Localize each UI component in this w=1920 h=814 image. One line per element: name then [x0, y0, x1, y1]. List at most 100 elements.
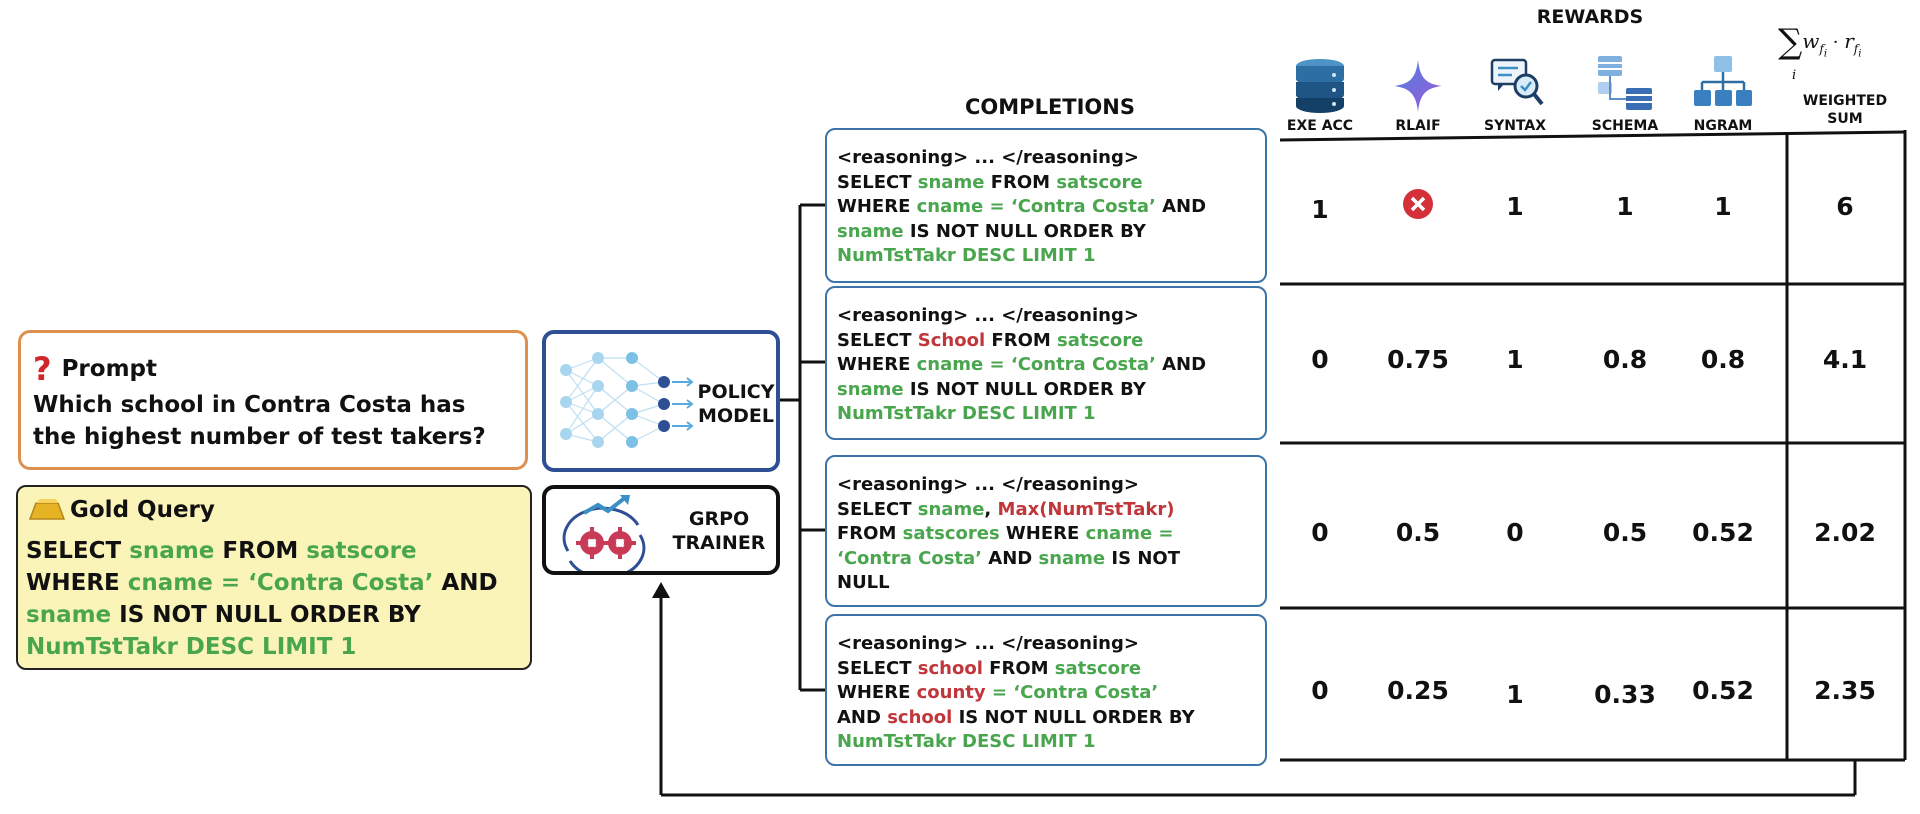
sql-token: FROM [982, 657, 1055, 679]
sql-line: <reasoning> ... </reasoning> [837, 632, 1195, 657]
sql-token: SELECT [837, 171, 918, 193]
sql-line: <reasoning> ... </reasoning> [837, 473, 1180, 498]
sql-token: AND [1155, 196, 1207, 217]
weighted-sum-label: WEIGHTED SUM [1785, 92, 1905, 128]
sql-token: Max(NumTstTakr) [997, 498, 1175, 520]
sql-token: IS NOT NULL ORDER BY [903, 378, 1146, 400]
sql-token: <reasoning> ... </reasoning> [837, 474, 1139, 495]
reward-cell: 0.25 [1387, 676, 1449, 705]
sql-token: SELECT [837, 657, 918, 679]
reward-cell: 0.52 [1692, 676, 1754, 705]
sql-token: AND [837, 706, 888, 728]
sparkle-icon [1394, 60, 1442, 112]
sql-line: WHERE cname = ‘Contra Costa’ AND [837, 195, 1206, 220]
sql-token: <reasoning> ... </reasoning> [837, 305, 1139, 326]
sql-token: NumTstTakr DESC LIMIT 1 [26, 634, 357, 660]
sql-token: = ‘Contra Costa’ [985, 682, 1159, 703]
sql-token: IS NOT [1105, 547, 1180, 569]
completion-sql: <reasoning> ... </reasoning> SELECT sname… [837, 473, 1180, 596]
gold-query-title: Gold Query [26, 497, 215, 523]
sql-token: satscore [1056, 171, 1143, 193]
completion-sql: <reasoning> ... </reasoning>SELECT schoo… [837, 632, 1195, 755]
sql-line: sname IS NOT NULL ORDER BY [837, 378, 1206, 403]
sql-token: school [917, 657, 983, 679]
weighted-sum-cell: 2.35 [1814, 676, 1876, 705]
reward-cell: 0 [1311, 345, 1329, 374]
sql-line: sname IS NOT NULL ORDER BY [26, 599, 498, 631]
reward-cell: 0 [1311, 518, 1329, 547]
sql-token: IS NOT NULL ORDER BY [903, 220, 1146, 242]
completion-card: <reasoning> ... </reasoning> SELECT sname… [825, 455, 1267, 607]
sql-token: sname [917, 171, 985, 193]
sql-token: AND [982, 547, 1039, 569]
reward-cell: 1 [1311, 195, 1329, 224]
sql-token: sname [129, 538, 215, 564]
chat-search-icon [1490, 58, 1544, 106]
column-header-syntax: SYNTAX [1483, 118, 1547, 134]
sql-token: WHERE [837, 196, 917, 217]
sql-token: ‘Contra Costa’ [837, 547, 983, 569]
column-header-schema: SCHEMA [1591, 118, 1659, 134]
sql-token: NumTstTakr DESC LIMIT 1 [837, 245, 1096, 266]
grpo-trainer-label: GRPO TRAINER [664, 507, 774, 555]
database-icon [1296, 59, 1344, 113]
sql-token: AND [1155, 354, 1207, 375]
reward-cell: 1 [1506, 680, 1524, 709]
sql-line: WHERE cname = ‘Contra Costa’ AND [26, 567, 498, 599]
sql-token: county [916, 682, 986, 703]
sql-line: SELECT School FROM satscore [837, 329, 1206, 354]
reward-cell: 1 [1714, 192, 1732, 221]
completion-card: <reasoning> ... </reasoning> SELECT Schoo… [825, 286, 1267, 440]
prompt-question: Which school in Contra Costa has the hig… [33, 392, 486, 450]
reward-cell: 0.8 [1602, 345, 1648, 374]
grpo-trainer-box: GRPO TRAINER [542, 485, 780, 575]
sql-token: FROM [214, 538, 307, 564]
sql-token: IS NOT NULL ORDER BY [111, 602, 421, 628]
completion-card: <reasoning> ... </reasoning>SELECT sname… [825, 128, 1267, 283]
sql-token: WHERE [837, 682, 917, 703]
hierarchy-icon [1694, 56, 1752, 106]
sql-line: SELECT sname, Max(NumTstTakr) [837, 498, 1180, 523]
reward-cell: 0.5 [1602, 518, 1648, 547]
neural-network-icon [560, 352, 694, 448]
policy-model-label: POLICY MODEL [696, 380, 776, 428]
sql-line: NumTstTakr DESC LIMIT 1 [837, 730, 1195, 755]
schema-icon [1598, 56, 1652, 110]
rewards-title: REWARDS [1536, 6, 1644, 28]
sql-token: sname [1038, 547, 1106, 569]
reward-cell: 0.75 [1387, 345, 1449, 374]
question-mark-icon: ? [33, 350, 52, 388]
sql-token: satscore [306, 538, 417, 564]
sql-line: NumTstTakr DESC LIMIT 1 [837, 244, 1206, 269]
sql-line: NumTstTakr DESC LIMIT 1 [837, 402, 1206, 427]
weighted-sum-label-line1: WEIGHTED [1802, 93, 1888, 109]
sql-token: sname [26, 602, 112, 628]
weighted-sum-label-line2: SUM [1827, 111, 1863, 127]
weighted-sum-cell: 4.1 [1822, 345, 1868, 374]
sql-token: AND [433, 570, 498, 596]
gears-trend-icon [562, 495, 646, 571]
column-header-ngram: NGRAM [1693, 118, 1753, 134]
sql-token: cname = ‘Contra Costa’ [916, 196, 1156, 217]
completion-sql: <reasoning> ... </reasoning>SELECT sname… [837, 146, 1206, 269]
sql-line: NumTstTakr DESC LIMIT 1 [26, 631, 498, 663]
sql-token: cname = ‘Contra Costa’ [127, 570, 434, 596]
sql-line: ‘Contra Costa’ AND sname IS NOT [837, 547, 1180, 572]
reward-cell: 1 [1506, 345, 1524, 374]
policy-model-line2: MODEL [698, 405, 774, 427]
sql-token: FROM [837, 523, 903, 544]
reward-cell: 0.33 [1594, 680, 1656, 709]
sql-token: sname [917, 498, 985, 520]
sql-token: WHERE [26, 570, 128, 596]
sql-token: sname [837, 378, 904, 400]
sql-token: SELECT [26, 538, 130, 564]
sql-line: SELECT sname FROM satscore [837, 171, 1206, 196]
prompt-box: ? Prompt Which school in Contra Costa ha… [18, 330, 528, 470]
grpo-trainer-line1: GRPO [688, 508, 750, 530]
sql-token: satscore [1057, 329, 1144, 351]
reject-x-icon [1373, 188, 1463, 227]
sql-line: SELECT sname FROM satscore [26, 535, 498, 567]
weighted-sum-cell: 6 [1836, 192, 1854, 221]
